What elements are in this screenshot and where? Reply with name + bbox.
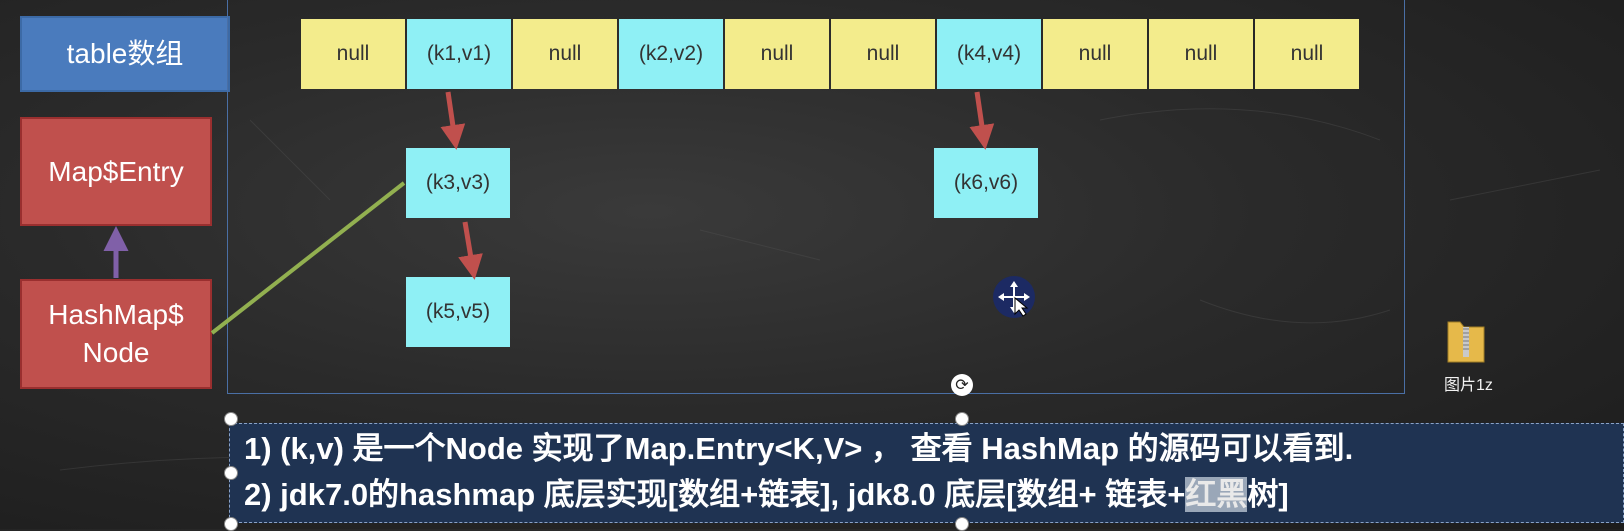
map-entry-label: Map$Entry xyxy=(48,155,184,187)
caption-highlight: 红黑 xyxy=(1185,477,1248,512)
table-cell-label: (k2,v2) xyxy=(638,42,704,65)
table-cell-label: (k4,v4) xyxy=(956,42,1022,65)
table-cell-5: null xyxy=(831,19,935,89)
table-cell-3: (k2,v2) xyxy=(619,19,723,89)
table-cell-8: null xyxy=(1149,19,1253,89)
table-cell-1: (k1,v1) xyxy=(407,19,511,89)
caption-line-2: 2) jdk7.0的hashmap 底层实现[数组+链表], jdk8.0 底层… xyxy=(244,472,1623,518)
table-array-label: table数组 xyxy=(20,16,230,92)
table-cell-6: (k4,v4) xyxy=(937,19,1041,89)
chain-node-label: (k3,v3) xyxy=(425,171,491,194)
diagram-group-frame[interactable] xyxy=(227,0,1405,394)
table-cell-label: null xyxy=(1078,42,1112,65)
table-cell-label: (k1,v1) xyxy=(426,42,492,65)
rotate-handle-icon[interactable]: ⟳ xyxy=(951,374,973,396)
resize-handle-ml[interactable] xyxy=(224,466,238,480)
chain-node-label: (k5,v5) xyxy=(425,300,491,323)
table-cell-4: null xyxy=(725,19,829,89)
table-array-label-text: table数组 xyxy=(66,38,184,70)
table-cell-label: null xyxy=(336,42,370,65)
chain-node-k6: (k6,v6) xyxy=(934,148,1038,218)
caption-textbox[interactable]: 1) (k,v) 是一个Node 实现了Map.Entry<K,V> ， 查看 … xyxy=(229,423,1624,523)
chain-node-k3: (k3,v3) xyxy=(406,148,510,218)
table-cell-7: null xyxy=(1043,19,1147,89)
resize-handle-tm[interactable] xyxy=(955,412,969,426)
zip-folder-icon[interactable] xyxy=(1446,316,1486,364)
hashmap-node-label: HashMap$ Node xyxy=(48,299,184,368)
arrow-k3-to-k5 xyxy=(458,221,483,280)
caption-line-2-end: 树] xyxy=(1247,477,1289,512)
connector-node-to-k3 xyxy=(210,181,406,335)
table-cell-0: null xyxy=(301,19,405,89)
table-cell-label: null xyxy=(760,42,794,65)
zip-file-label: 图片1z xyxy=(1444,377,1493,394)
caption-line-1: 1) (k,v) 是一个Node 实现了Map.Entry<K,V> ， 查看 … xyxy=(244,431,1354,466)
table-cell-label: null xyxy=(866,42,900,65)
map-entry-box: Map$Entry xyxy=(20,117,212,226)
table-cell-label: null xyxy=(1290,42,1324,65)
table-cell-label: null xyxy=(548,42,582,65)
chain-node-k5: (k5,v5) xyxy=(406,277,510,347)
table-cell-9: null xyxy=(1255,19,1359,89)
move-cursor-icon xyxy=(993,276,1035,318)
caption-line-2-text: 2) jdk7.0的hashmap 底层实现[数组+链表], jdk8.0 底层… xyxy=(244,477,1186,512)
arrow-k4-to-k6 xyxy=(969,91,995,150)
table-cell-label: null xyxy=(1184,42,1218,65)
table-cell-2: null xyxy=(513,19,617,89)
arrow-k1-to-k3 xyxy=(440,91,466,150)
hashmap-node-box: HashMap$ Node xyxy=(20,279,212,389)
chain-node-label: (k6,v6) xyxy=(953,171,1019,194)
resize-handle-tl[interactable] xyxy=(224,412,238,426)
